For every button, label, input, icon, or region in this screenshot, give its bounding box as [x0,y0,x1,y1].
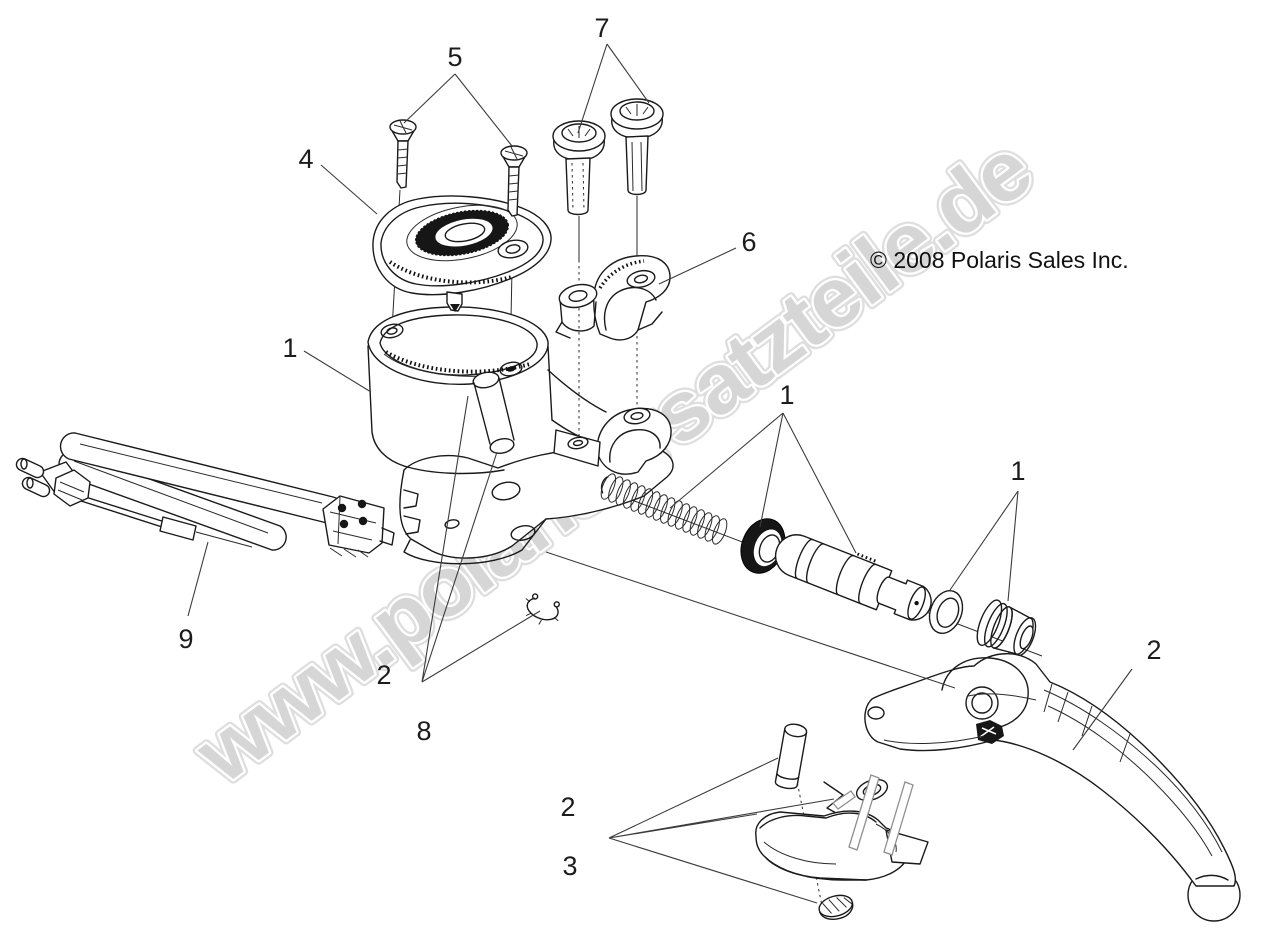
callout-1c: 1 [1010,456,1025,486]
part-clamp-screws [552,98,664,216]
part-handlebar-clamp [555,255,671,341]
part-pivot-nut [818,894,854,920]
callout-labels: 7 5 4 6 1 1 1 9 2 8 2 2 3 [178,13,1161,881]
callout-2a: 2 [376,660,391,690]
callout-4: 4 [298,144,313,174]
callout-3: 3 [562,851,577,881]
cover-screw-right [500,145,528,217]
callout-1a: 1 [282,333,297,363]
callout-1b: 1 [779,380,794,410]
clamp-screw-right [610,98,664,196]
part-washer [928,590,964,634]
part-brake-hose-assembly [15,432,395,558]
part-cup-seal [740,518,786,574]
callout-6: 6 [741,227,756,257]
callout-5: 5 [447,42,462,72]
part-brake-lever [864,653,1241,922]
callout-7: 7 [594,13,609,43]
part-reservoir-cover [372,195,552,312]
callout-2c: 2 [560,792,575,822]
callout-9: 9 [178,624,193,654]
callout-8: 8 [416,716,431,746]
leader-lines [187,43,1133,904]
sight-glass [406,204,518,262]
part-master-cylinder-body [367,306,674,565]
handlebar-saddle [553,407,672,475]
cover-screw-left [389,119,417,189]
copyright-text: © 2008 Polaris Sales Inc. [870,247,1129,273]
watermark-fragment [832,774,914,856]
part-return-spring [600,473,728,545]
part-boot-bushing [976,599,1037,657]
brake-light-switch [15,457,91,507]
cover-screw-hole [497,239,529,259]
part-snap-ring [525,593,560,625]
clamp-screw-left [552,120,606,216]
part-piston [774,534,932,621]
part-cover-screws [389,119,528,217]
hose-sleeve [159,516,197,541]
part-pivot-pin [774,723,808,790]
callout-2b: 2 [1146,635,1161,665]
hose-end-fitting [322,495,395,558]
